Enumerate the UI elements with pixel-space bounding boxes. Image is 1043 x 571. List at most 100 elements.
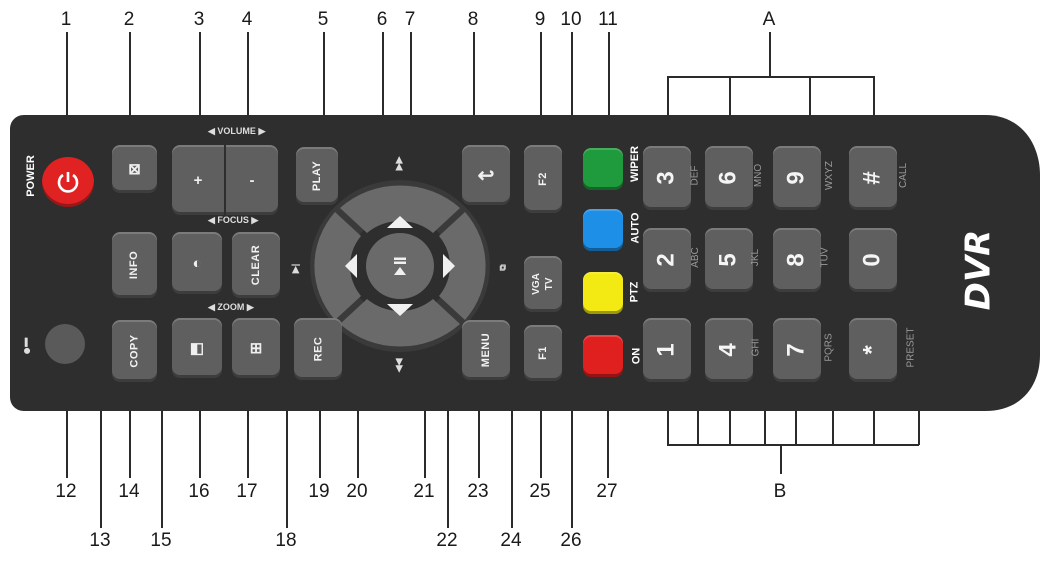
keypad-digit: 1 bbox=[652, 343, 680, 357]
leader-22 bbox=[447, 300, 449, 528]
clear-button[interactable]: CLEAR bbox=[232, 232, 280, 298]
vga-tv-button[interactable]: VGA TV bbox=[524, 256, 562, 312]
wiper-label: WIPER bbox=[629, 145, 642, 183]
keypad-button[interactable]: 4 bbox=[705, 318, 753, 382]
callout-number: 5 bbox=[317, 9, 329, 30]
menu-button[interactable]: MENU bbox=[462, 320, 510, 380]
keypad-digit: 4 bbox=[714, 343, 742, 357]
keypad-button[interactable]: * bbox=[849, 318, 897, 382]
fast-forward-icon: ▶▶ bbox=[393, 156, 404, 171]
ptz-label: PTZ bbox=[628, 281, 641, 303]
keypad-button[interactable]: 2 bbox=[643, 228, 691, 292]
keypad-sublabel: PRESET bbox=[905, 327, 917, 368]
leader-4 bbox=[247, 32, 249, 162]
leader-3 bbox=[199, 32, 201, 162]
leader-2 bbox=[129, 32, 131, 162]
power-icon bbox=[57, 172, 79, 193]
f1-label: F1 bbox=[537, 346, 549, 360]
keypad-digit: 3 bbox=[652, 171, 680, 185]
keypad-button[interactable]: 5 bbox=[705, 228, 753, 292]
play-button[interactable]: PLAY bbox=[296, 147, 338, 205]
callout-number: 27 bbox=[596, 481, 618, 502]
dpad-right[interactable] bbox=[439, 212, 486, 320]
copy-button[interactable]: COPY bbox=[112, 320, 157, 382]
callout-number: 15 bbox=[150, 530, 172, 551]
back-icon: ↩ bbox=[477, 164, 495, 187]
zoom-label: ◀ ZOOM ▶ bbox=[208, 302, 254, 312]
zoom-out-button[interactable]: ◧ bbox=[172, 318, 222, 378]
ptz-button[interactable] bbox=[583, 272, 623, 314]
on-button[interactable] bbox=[583, 335, 623, 377]
leader-19 bbox=[319, 365, 321, 478]
keypad-button[interactable]: 7 bbox=[773, 318, 821, 382]
copy-label: COPY bbox=[128, 334, 141, 368]
callout-number: 10 bbox=[560, 9, 582, 30]
callout-number: 13 bbox=[89, 530, 111, 551]
keypad-button[interactable]: # bbox=[849, 146, 897, 210]
f1-button[interactable]: F1 bbox=[524, 325, 562, 381]
keypad-button[interactable]: 1 bbox=[643, 318, 691, 382]
keypad-sublabel: JKL bbox=[750, 248, 762, 267]
wiper-button[interactable] bbox=[583, 148, 623, 190]
volume-down-button[interactable]: - bbox=[226, 145, 278, 215]
callout-number: 20 bbox=[346, 481, 368, 502]
ir-sensor bbox=[45, 324, 85, 364]
callout-number: 23 bbox=[467, 481, 489, 502]
dpad-left[interactable] bbox=[314, 212, 361, 320]
keypad-button[interactable]: 3 bbox=[643, 146, 691, 210]
auto-button[interactable] bbox=[583, 209, 623, 251]
on-label: ON bbox=[630, 347, 643, 365]
keypad-button[interactable]: 9 bbox=[773, 146, 821, 210]
step-icon: ▶| bbox=[290, 263, 301, 274]
zoom-in-button[interactable]: ⊞ bbox=[232, 318, 280, 378]
arrow-right-icon bbox=[443, 254, 455, 278]
mute-button[interactable]: ⊠ bbox=[112, 145, 157, 193]
f2-label: F2 bbox=[537, 172, 549, 186]
leader-9 bbox=[540, 32, 542, 162]
plus-label: + bbox=[193, 171, 203, 189]
callout-number: 8 bbox=[467, 9, 479, 30]
keypad-button[interactable]: 8 bbox=[773, 228, 821, 292]
auto-label: AUTO bbox=[629, 212, 642, 244]
callout-number: 2 bbox=[123, 9, 135, 30]
leader-27 bbox=[607, 370, 609, 478]
menu-label: MENU bbox=[479, 332, 492, 368]
callout-number: 24 bbox=[500, 530, 522, 551]
power-button[interactable] bbox=[42, 157, 94, 207]
info-button[interactable]: INFO bbox=[112, 232, 157, 298]
keypad-sublabel: CALL bbox=[898, 162, 910, 189]
rec-button[interactable]: REC bbox=[294, 318, 342, 380]
dpad-up[interactable] bbox=[340, 185, 460, 233]
volume-label: ◀ VOLUME ▶ bbox=[208, 126, 266, 136]
callout-number: 18 bbox=[275, 530, 297, 551]
callout-number: 17 bbox=[236, 481, 258, 502]
keypad-digit: 2 bbox=[652, 253, 680, 267]
callout-number: 11 bbox=[598, 9, 618, 30]
mute-icon: ⊠ bbox=[128, 161, 141, 178]
zoom-in-icon: ⊞ bbox=[249, 340, 263, 357]
leader-23 bbox=[478, 370, 480, 478]
focus-icon: ◐ bbox=[192, 254, 202, 272]
play-pause-button[interactable] bbox=[366, 233, 434, 299]
leader-26 bbox=[571, 310, 573, 528]
back-button[interactable]: ↩ bbox=[462, 145, 510, 205]
keypad-button[interactable]: 0 bbox=[849, 228, 897, 292]
f2-button[interactable]: F2 bbox=[524, 145, 562, 213]
vga-tv-label: VGA TV bbox=[530, 273, 555, 295]
focus-near-button[interactable]: ◐ bbox=[172, 232, 222, 294]
focus-label: ◀ FOCUS ▶ bbox=[208, 215, 259, 225]
callout-number: 19 bbox=[308, 481, 330, 502]
callout-number: 12 bbox=[55, 481, 77, 502]
rewind-icon: ◀◀ bbox=[393, 358, 404, 373]
keypad-sublabel: MNO bbox=[753, 163, 765, 188]
zoom-out-icon: ◧ bbox=[189, 340, 205, 357]
power-label: POWER bbox=[24, 155, 37, 197]
keypad-digit: 0 bbox=[858, 253, 886, 267]
callout-number: 14 bbox=[118, 481, 140, 502]
arrow-up-icon bbox=[387, 216, 413, 228]
keypad-button[interactable]: 6 bbox=[705, 146, 753, 210]
callout-number: 7 bbox=[404, 9, 416, 30]
volume-up-button[interactable]: + bbox=[172, 145, 224, 215]
keypad-digit: 8 bbox=[782, 253, 810, 267]
dpad-down[interactable] bbox=[340, 299, 460, 347]
